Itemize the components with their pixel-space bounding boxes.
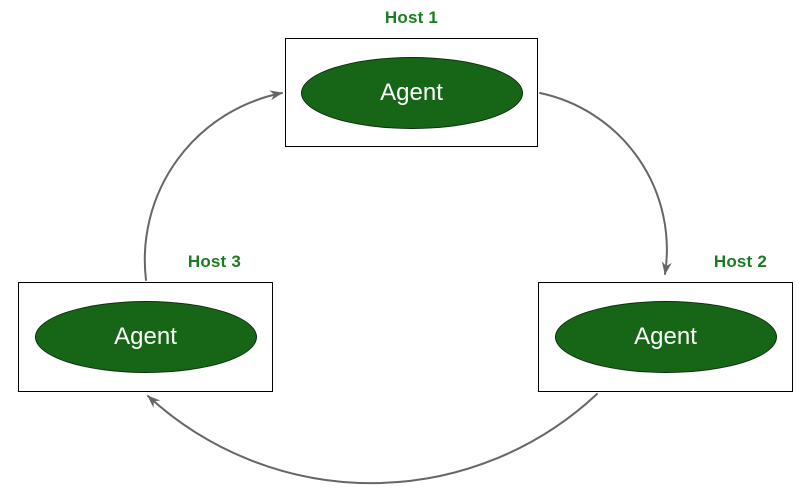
- host-3-agent-ellipse: Agent: [34, 301, 257, 373]
- host-2-agent-label: Agent: [634, 323, 697, 350]
- host-1-box: Agent: [285, 38, 538, 147]
- host-1-agent-label: Agent: [380, 78, 443, 106]
- host-2-label: Host 2: [713, 252, 767, 271]
- host-1-label: Host 1: [384, 8, 439, 27]
- arrow-host2-to-host3: [147, 393, 598, 485]
- host-3-label: Host 3: [187, 252, 241, 271]
- arrow-host3-to-host1: [143, 90, 283, 281]
- host-2-agent-ellipse: Agent: [554, 301, 777, 373]
- arrow-host1-to-host2: [539, 92, 672, 275]
- host-3-box: Agent: [18, 282, 273, 392]
- host-2-box: Agent: [538, 282, 793, 392]
- host-1-agent-ellipse: Agent: [300, 56, 523, 129]
- host-3-agent-label: Agent: [114, 323, 177, 350]
